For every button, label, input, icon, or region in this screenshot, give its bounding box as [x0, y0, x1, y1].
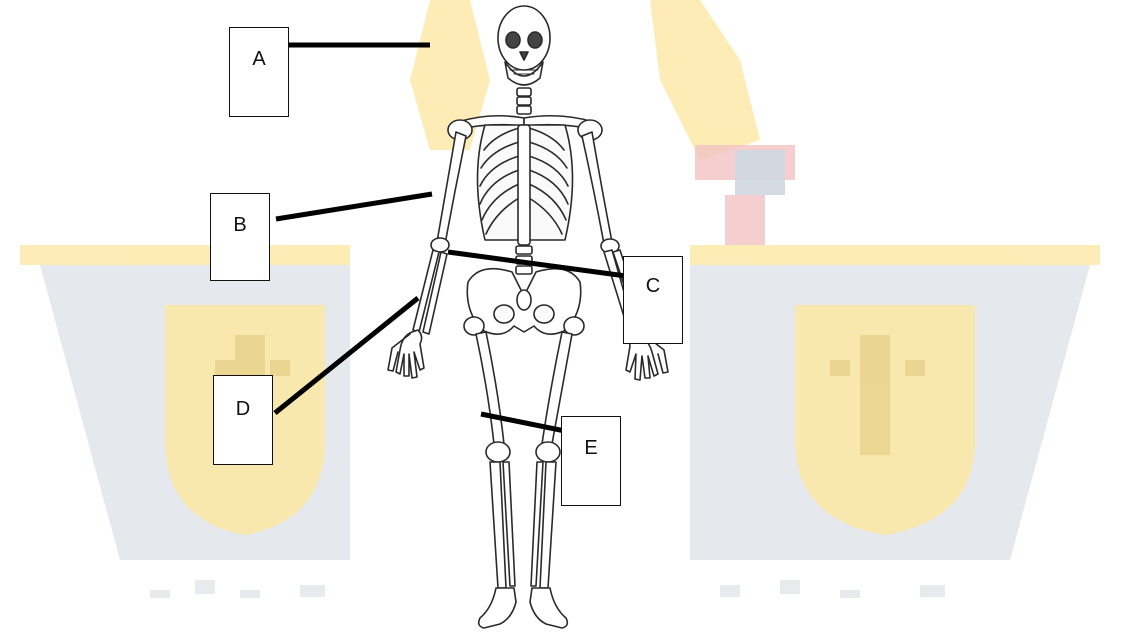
label-c: C — [624, 275, 682, 298]
label-box-c: C — [623, 256, 683, 344]
label-a: A — [230, 48, 288, 71]
label-box-d: D — [213, 375, 273, 465]
leader-line-d — [275, 298, 418, 413]
leader-line-c — [448, 252, 626, 276]
leader-line-e — [481, 414, 570, 432]
label-e: E — [562, 437, 620, 460]
label-box-e: E — [561, 416, 621, 506]
label-box-a: A — [229, 27, 289, 117]
label-box-b: B — [210, 193, 270, 281]
label-b: B — [211, 214, 269, 237]
leader-line-b — [276, 194, 432, 219]
label-d: D — [214, 398, 272, 421]
